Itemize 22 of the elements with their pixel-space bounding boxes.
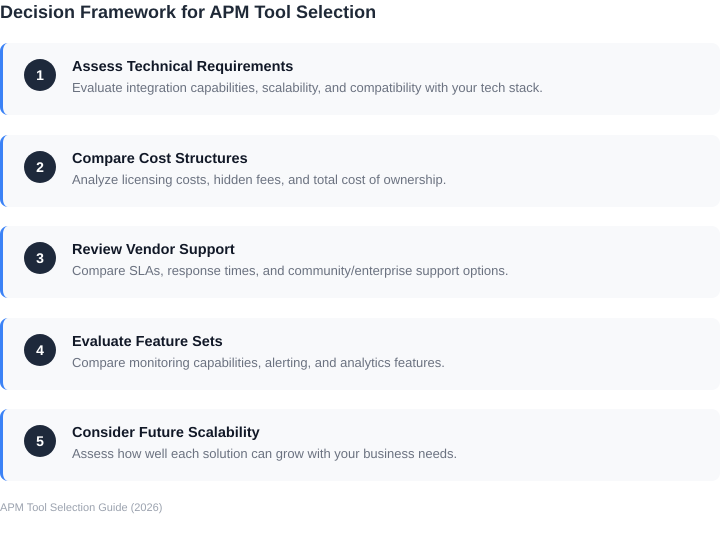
step-description: Compare SLAs, response times, and community/enterprise support options. [72, 263, 508, 279]
step-number: 3 [24, 242, 56, 274]
step-number: 5 [24, 425, 56, 457]
step-description: Compare monitoring capabilities, alerting, and analytics features. [72, 355, 445, 371]
title: Decision Framework for APM Tool Selection [0, 1, 376, 23]
step-card [0, 318, 720, 390]
step-card [0, 43, 720, 115]
step-heading: Evaluate Feature Sets [72, 333, 223, 351]
step-card [0, 226, 720, 298]
step-card [0, 135, 720, 207]
step-heading: Compare Cost Structures [72, 150, 248, 168]
step-card [0, 409, 720, 481]
step-description: Assess how well each solution can grow with your business needs. [72, 446, 458, 462]
step-heading: Review Vendor Support [72, 241, 235, 259]
step-description: Evaluate integration capabilities, scalability, and compatibility with your tech stack. [72, 80, 543, 96]
step-heading: Assess Technical Requirements [72, 58, 294, 76]
step-heading: Consider Future Scalability [72, 424, 260, 442]
caption: APM Tool Selection Guide (2026) [0, 501, 162, 515]
step-number: 2 [24, 151, 56, 183]
step-number: 1 [24, 59, 56, 91]
step-number: 4 [24, 334, 56, 366]
step-description: Analyze licensing costs, hidden fees, and total cost of ownership. [72, 172, 446, 188]
